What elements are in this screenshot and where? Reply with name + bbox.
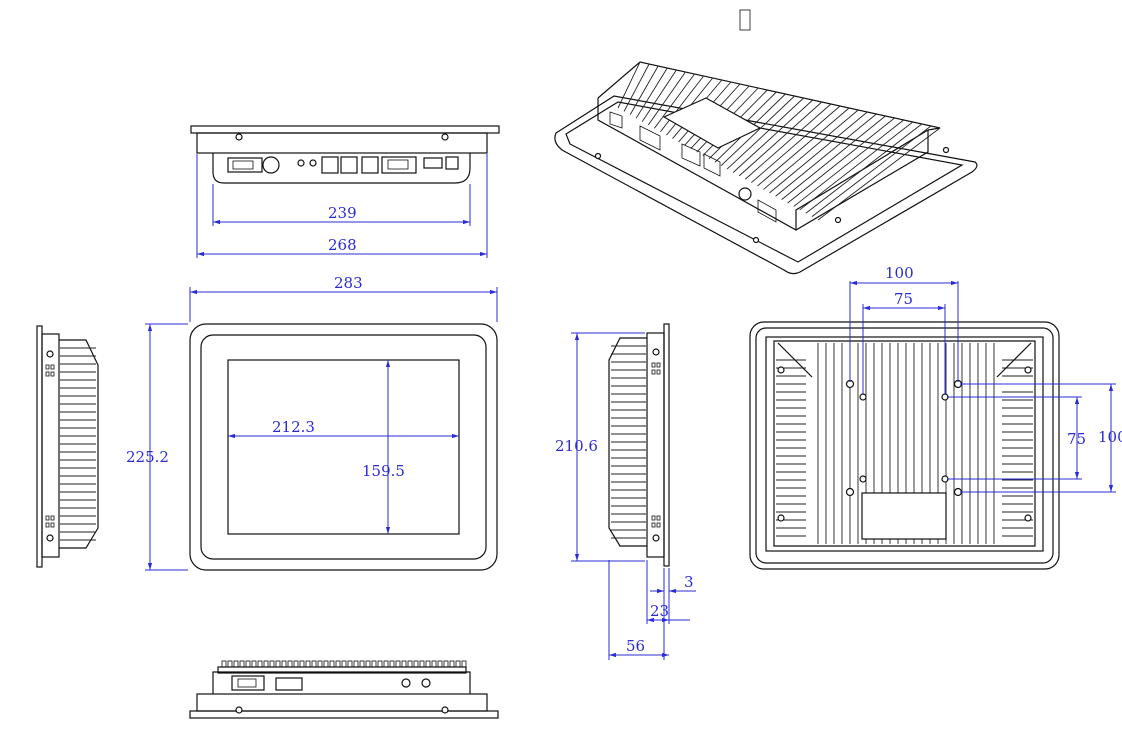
heatsink-fin <box>359 660 365 668</box>
heatsink-fin <box>395 660 401 668</box>
heatsink-fin <box>293 660 299 668</box>
heatsink-fin <box>641 69 677 122</box>
heatsink-fin <box>623 63 650 112</box>
heatsink-fin <box>617 61 641 109</box>
heatsink-fin <box>769 111 868 194</box>
dim-label-vesa-100-h: 100 <box>885 264 914 282</box>
heatsink-fin <box>347 660 353 668</box>
heatsink-fin <box>419 660 425 668</box>
heatsink-fin <box>805 123 923 214</box>
heatsink-fin <box>287 660 293 668</box>
heatsink-fin <box>811 125 932 217</box>
heatsink-fin <box>221 660 227 668</box>
heatsink-fin <box>377 660 383 668</box>
heatsink-fin <box>629 65 659 116</box>
heatsink-fin <box>431 660 437 668</box>
dim-label-225-2: 225.2 <box>126 448 169 466</box>
heatsink-fin <box>413 660 419 668</box>
heatsink-fin <box>787 117 895 204</box>
heatsink-fin <box>738 101 823 177</box>
heatsink-fin <box>341 660 347 668</box>
heatsink-fin <box>757 107 850 187</box>
dim-label-283: 283 <box>334 274 363 292</box>
dim-label-239: 239 <box>328 204 357 222</box>
dim-label-vesa-75-h: 75 <box>894 290 913 308</box>
heatsink-fin <box>239 660 245 668</box>
heatsink-fin <box>635 67 668 119</box>
heatsink-fin <box>389 660 395 668</box>
dim-label-23: 23 <box>650 602 669 620</box>
rear-view <box>749 321 1060 570</box>
dim-front-width: 283 <box>189 274 498 322</box>
heatsink-fin <box>257 660 263 668</box>
heatsink-fin <box>817 127 941 221</box>
dim-label-vesa-75-v: 75 <box>1067 430 1086 448</box>
heatsink-fin <box>744 103 832 180</box>
isometric-view <box>554 9 978 275</box>
heatsink-fin <box>437 660 443 668</box>
dim-side-height: 210.6 <box>555 332 645 562</box>
heatsink-fin <box>799 121 914 211</box>
heatsink-fin <box>335 660 341 668</box>
dim-vesa: 100 75 75 100 <box>849 264 1122 493</box>
heatsink-fin <box>227 660 233 668</box>
dim-screen-width: 212.3 <box>228 418 459 439</box>
dim-label-210-6: 210.6 <box>555 437 598 455</box>
dim-label-3: 3 <box>684 573 694 591</box>
heatsink-fin <box>251 660 257 668</box>
heatsink-fin <box>299 660 305 668</box>
bottom-io-view <box>190 125 500 184</box>
heatsink-fin <box>275 660 281 668</box>
dim-screen-height: 159.5 <box>362 360 405 534</box>
heatsink-fin <box>371 660 377 668</box>
heatsink-fin <box>751 105 841 184</box>
dim-depths: 3 23 56 <box>608 560 696 660</box>
heatsink-fin <box>305 660 311 668</box>
heatsink-fin <box>263 660 269 668</box>
dim-label-56: 56 <box>626 637 645 655</box>
heatsink-fin <box>425 660 431 668</box>
heatsink-fin <box>407 660 413 668</box>
heatsink-fin <box>781 115 886 200</box>
front-view <box>189 323 498 571</box>
heatsink-fin <box>720 95 795 167</box>
heatsink-fin <box>329 660 335 668</box>
heatsink-fin <box>726 97 804 170</box>
heatsink-fin <box>401 660 407 668</box>
dim-label-268: 268 <box>328 236 357 254</box>
heatsink-fin <box>732 99 814 173</box>
dim-label-159-5: 159.5 <box>362 462 405 480</box>
dim-bottom-inner: 239 <box>212 184 471 226</box>
heatsink-fin <box>269 660 275 668</box>
dim-bottom-outer: 268 <box>196 154 488 258</box>
heatsink-fin <box>317 660 323 668</box>
dim-label-vesa-100-v: 100 <box>1098 428 1122 446</box>
heatsink-fin <box>443 660 449 668</box>
heatsink-fin <box>461 660 467 668</box>
top-view <box>189 660 499 719</box>
heatsink-fin <box>660 75 704 133</box>
heatsink-fin <box>311 660 317 668</box>
heatsink-fin <box>281 660 287 668</box>
heatsink-fin <box>793 119 904 207</box>
right-side-view <box>608 323 670 567</box>
heatsink-fin <box>365 660 371 668</box>
left-side-view <box>36 325 99 568</box>
heatsink-fin <box>763 109 859 190</box>
dim-front-height: 225.2 <box>126 323 188 571</box>
heatsink-fin <box>383 660 389 668</box>
heatsink-fin <box>233 660 239 668</box>
heatsink-fin <box>323 660 329 668</box>
dim-label-212-3: 212.3 <box>272 418 315 436</box>
heatsink-fin <box>775 113 877 197</box>
heatsink-fin <box>353 660 359 668</box>
heatsink-fin <box>654 73 695 129</box>
heatsink-fin <box>449 660 455 668</box>
heatsink-fin <box>455 660 461 668</box>
heatsink-fin <box>245 660 251 668</box>
heatsink-fin <box>647 71 686 126</box>
